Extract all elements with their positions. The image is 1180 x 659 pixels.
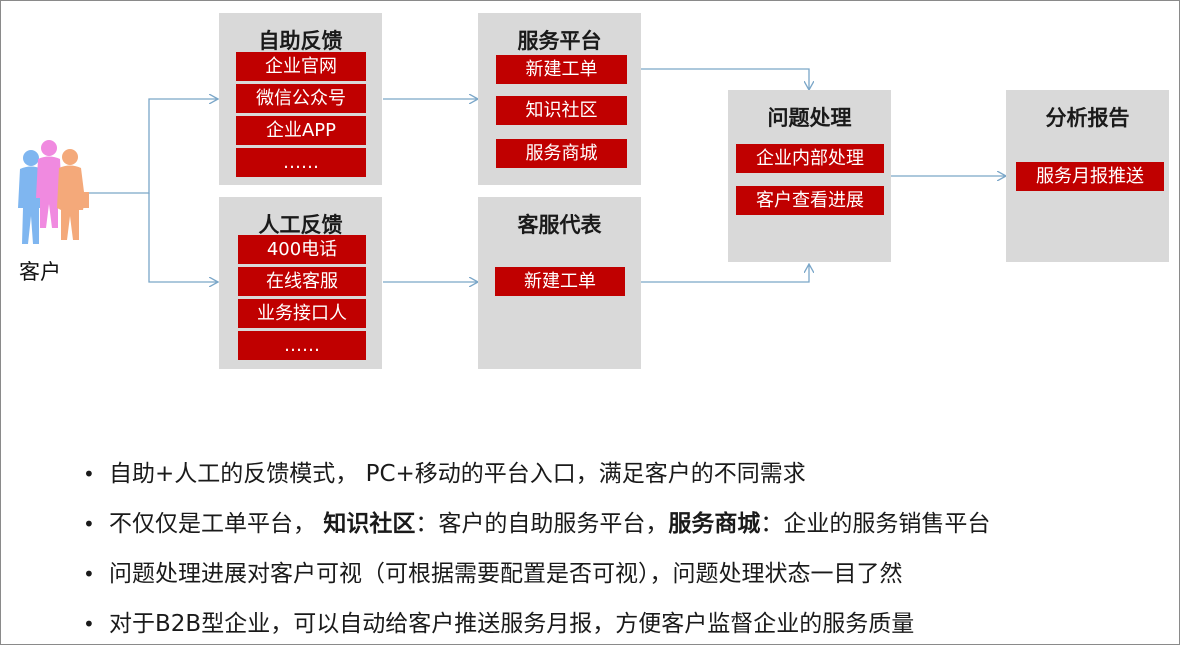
bullet-dot: • bbox=[83, 562, 95, 586]
manual-feedback-box: 人工反馈 400电话 在线客服 业务接口人 …… bbox=[219, 197, 382, 369]
bullet-text: 问题处理进展对客户可视（可根据需要配置是否可视），问题处理状态一目了然 bbox=[109, 561, 903, 587]
people-group-icon bbox=[18, 140, 89, 244]
bullet-item: • 自助+人工的反馈模式， PC+移动的平台入口，满足客户的不同需求 bbox=[83, 459, 990, 509]
manual-feedback-title: 人工反馈 bbox=[258, 213, 343, 237]
bullet-text: 对于B2B型企业，可以自动给客户推送服务月报，方便客户监督企业的服务质量 bbox=[109, 611, 915, 637]
report-item-monthly: 服务月报推送 bbox=[1016, 162, 1164, 191]
bullet-item: • 问题处理进展对客户可视（可根据需要配置是否可视），问题处理状态一目了然 bbox=[83, 559, 990, 609]
platform-item-new-ticket: 新建工单 bbox=[496, 55, 627, 84]
bullet-bold-mall: 服务商城 bbox=[668, 511, 761, 537]
analysis-report-box: 分析报告 服务月报推送 bbox=[1006, 90, 1169, 262]
agent-box: 客服代表 新建工单 bbox=[478, 197, 641, 369]
agent-item-new-ticket: 新建工单 bbox=[495, 267, 625, 296]
service-platform-box: 服务平台 新建工单 知识社区 服务商城 bbox=[478, 13, 641, 185]
service-platform-title: 服务平台 bbox=[517, 29, 602, 53]
arrow-customer-to-manual bbox=[148, 193, 217, 282]
bullet-dot: • bbox=[83, 512, 95, 536]
arrow-customer-to-self bbox=[83, 99, 217, 194]
issue-process-title: 问题处理 bbox=[767, 106, 852, 130]
bullet-text-part: 不仅仅是工单平台， bbox=[109, 511, 316, 537]
platform-item-knowledge: 知识社区 bbox=[496, 96, 627, 125]
manual-item-phone: 400电话 bbox=[238, 235, 366, 264]
self-item-website: 企业官网 bbox=[236, 52, 366, 81]
self-feedback-box: 自助反馈 企业官网 微信公众号 企业APP …… bbox=[219, 13, 382, 185]
slide: 客户 自助反馈 企业官网 微信公众号 企业APP …… 人工反馈 400电话 在… bbox=[0, 0, 1180, 645]
self-item-wechat: 微信公众号 bbox=[236, 84, 366, 113]
bullet-text-part: ：企业的服务销售平台 bbox=[760, 511, 991, 537]
connector-arrows bbox=[83, 68, 1180, 646]
manual-item-more: …… bbox=[238, 331, 366, 360]
bullet-list: • 自助+人工的反馈模式， PC+移动的平台入口，满足客户的不同需求 • 不仅仅… bbox=[83, 459, 990, 659]
process-item-internal: 企业内部处理 bbox=[736, 144, 884, 173]
process-item-progress: 客户查看进展 bbox=[736, 186, 884, 215]
self-item-app: 企业APP bbox=[236, 116, 366, 145]
platform-item-mall: 服务商城 bbox=[496, 139, 627, 168]
bullet-text-part: ：客户的自助服务平台， bbox=[415, 511, 669, 537]
analysis-report-title: 分析报告 bbox=[1045, 106, 1130, 130]
issue-process-box: 问题处理 企业内部处理 客户查看进展 bbox=[728, 90, 891, 262]
agent-title: 客服代表 bbox=[517, 213, 602, 237]
bullet-text: 自助+人工的反馈模式， PC+移动的平台入口，满足客户的不同需求 bbox=[109, 461, 806, 487]
bullet-item: • 不仅仅是工单平台， 知识社区：客户的自助服务平台，服务商城：企业的服务销售平… bbox=[83, 509, 990, 559]
bullet-item: • 对于B2B型企业，可以自动给客户推送服务月报，方便客户监督企业的服务质量 bbox=[83, 609, 990, 659]
bullet-bold-knowledge: 知识社区 bbox=[323, 511, 416, 537]
manual-item-contact: 业务接口人 bbox=[238, 299, 366, 328]
self-item-more: …… bbox=[236, 148, 366, 177]
bullet-dot: • bbox=[83, 462, 95, 486]
arrow-platform-to-process bbox=[627, 68, 809, 89]
arrow-agent-to-process bbox=[625, 265, 809, 283]
self-feedback-title: 自助反馈 bbox=[258, 29, 343, 53]
bullet-dot: • bbox=[83, 612, 95, 636]
customer-label: 客户 bbox=[19, 260, 61, 284]
manual-item-online: 在线客服 bbox=[238, 267, 366, 296]
